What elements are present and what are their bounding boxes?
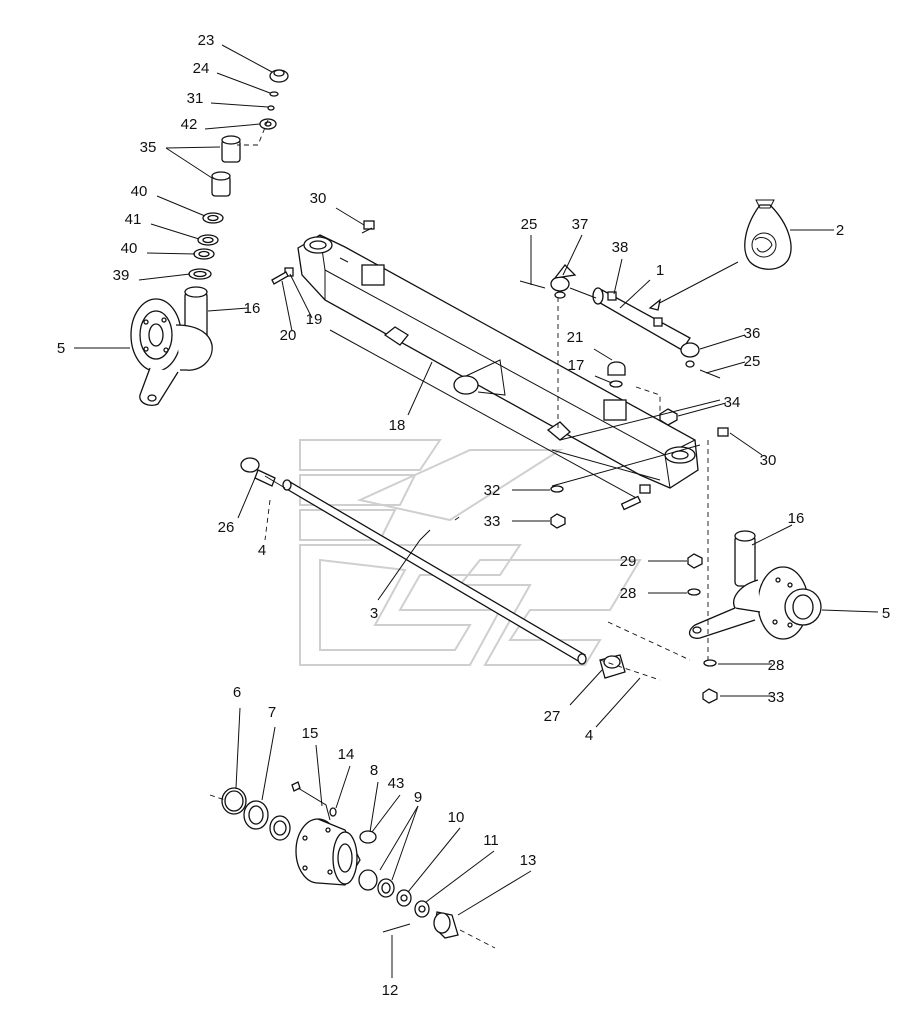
axle-beam xyxy=(297,234,699,501)
callout-c20: 20 xyxy=(280,327,297,344)
callout-c5b: 5 xyxy=(882,605,890,622)
callout-c27: 27 xyxy=(544,708,561,725)
callout-c28b: 28 xyxy=(768,657,785,674)
callout-c36: 36 xyxy=(744,325,761,342)
callout-c8: 8 xyxy=(370,762,378,779)
callout-c2: 2 xyxy=(836,222,844,239)
callout-c39: 39 xyxy=(113,267,130,284)
callout-c16b: 16 xyxy=(788,510,805,527)
axle-bolts xyxy=(271,220,729,511)
callout-c35: 35 xyxy=(140,139,157,156)
callout-c25a: 25 xyxy=(521,216,538,233)
left-steering-knuckle xyxy=(130,286,213,407)
kingpin-stack xyxy=(188,69,289,280)
callout-c1: 1 xyxy=(656,262,664,279)
callout-c16a: 16 xyxy=(244,300,261,317)
leader-lines xyxy=(74,44,879,978)
callout-c13: 13 xyxy=(520,852,537,869)
callout-c29: 29 xyxy=(620,553,637,570)
callout-c3: 3 xyxy=(370,605,378,622)
callout-c24: 24 xyxy=(193,60,210,77)
callout-c43: 43 xyxy=(388,775,405,792)
callout-c15: 15 xyxy=(302,725,319,742)
callout-c21: 21 xyxy=(567,329,584,346)
callout-c40a: 40 xyxy=(131,183,148,200)
callout-c10: 10 xyxy=(448,809,465,826)
wheel-hub-assembly xyxy=(209,781,496,949)
callout-c28a: 28 xyxy=(620,585,637,602)
grease-bag xyxy=(648,199,792,311)
assembly-lines xyxy=(237,119,721,681)
callout-c5a: 5 xyxy=(57,340,65,357)
callout-c19: 19 xyxy=(306,311,323,328)
callout-c41: 41 xyxy=(125,211,142,228)
callout-c26: 26 xyxy=(218,519,235,536)
right-steering-knuckle xyxy=(688,530,822,640)
callout-c25b: 25 xyxy=(744,353,761,370)
callout-c18: 18 xyxy=(389,417,406,434)
callout-c17: 17 xyxy=(568,357,585,374)
tie-rod xyxy=(240,457,626,679)
callout-c33b: 33 xyxy=(768,689,785,706)
callout-c33a: 33 xyxy=(484,513,501,530)
callout-c42: 42 xyxy=(181,116,198,133)
cylinder-mount-parts xyxy=(607,361,678,426)
callout-c32: 32 xyxy=(484,482,501,499)
callout-c31: 31 xyxy=(187,90,204,107)
callout-c11: 11 xyxy=(483,832,499,849)
callout-c30b: 30 xyxy=(760,452,777,469)
callout-c34: 34 xyxy=(724,394,741,411)
callout-c14: 14 xyxy=(338,746,355,763)
callout-c38: 38 xyxy=(612,239,629,256)
callout-c23a: 23 xyxy=(198,32,215,49)
callout-c30a: 30 xyxy=(310,190,327,207)
watermark-logo xyxy=(299,439,642,666)
callout-c37: 37 xyxy=(572,216,589,233)
right-hardware xyxy=(550,485,718,704)
callout-c12: 12 xyxy=(382,982,399,999)
callout-c9: 9 xyxy=(414,789,422,806)
steering-cylinder xyxy=(519,264,721,379)
callout-c7: 7 xyxy=(268,704,276,721)
callout-c4a: 4 xyxy=(258,542,266,559)
callout-c40b: 40 xyxy=(121,240,138,257)
callout-c6: 6 xyxy=(233,684,241,701)
callout-c4b: 4 xyxy=(585,727,593,744)
